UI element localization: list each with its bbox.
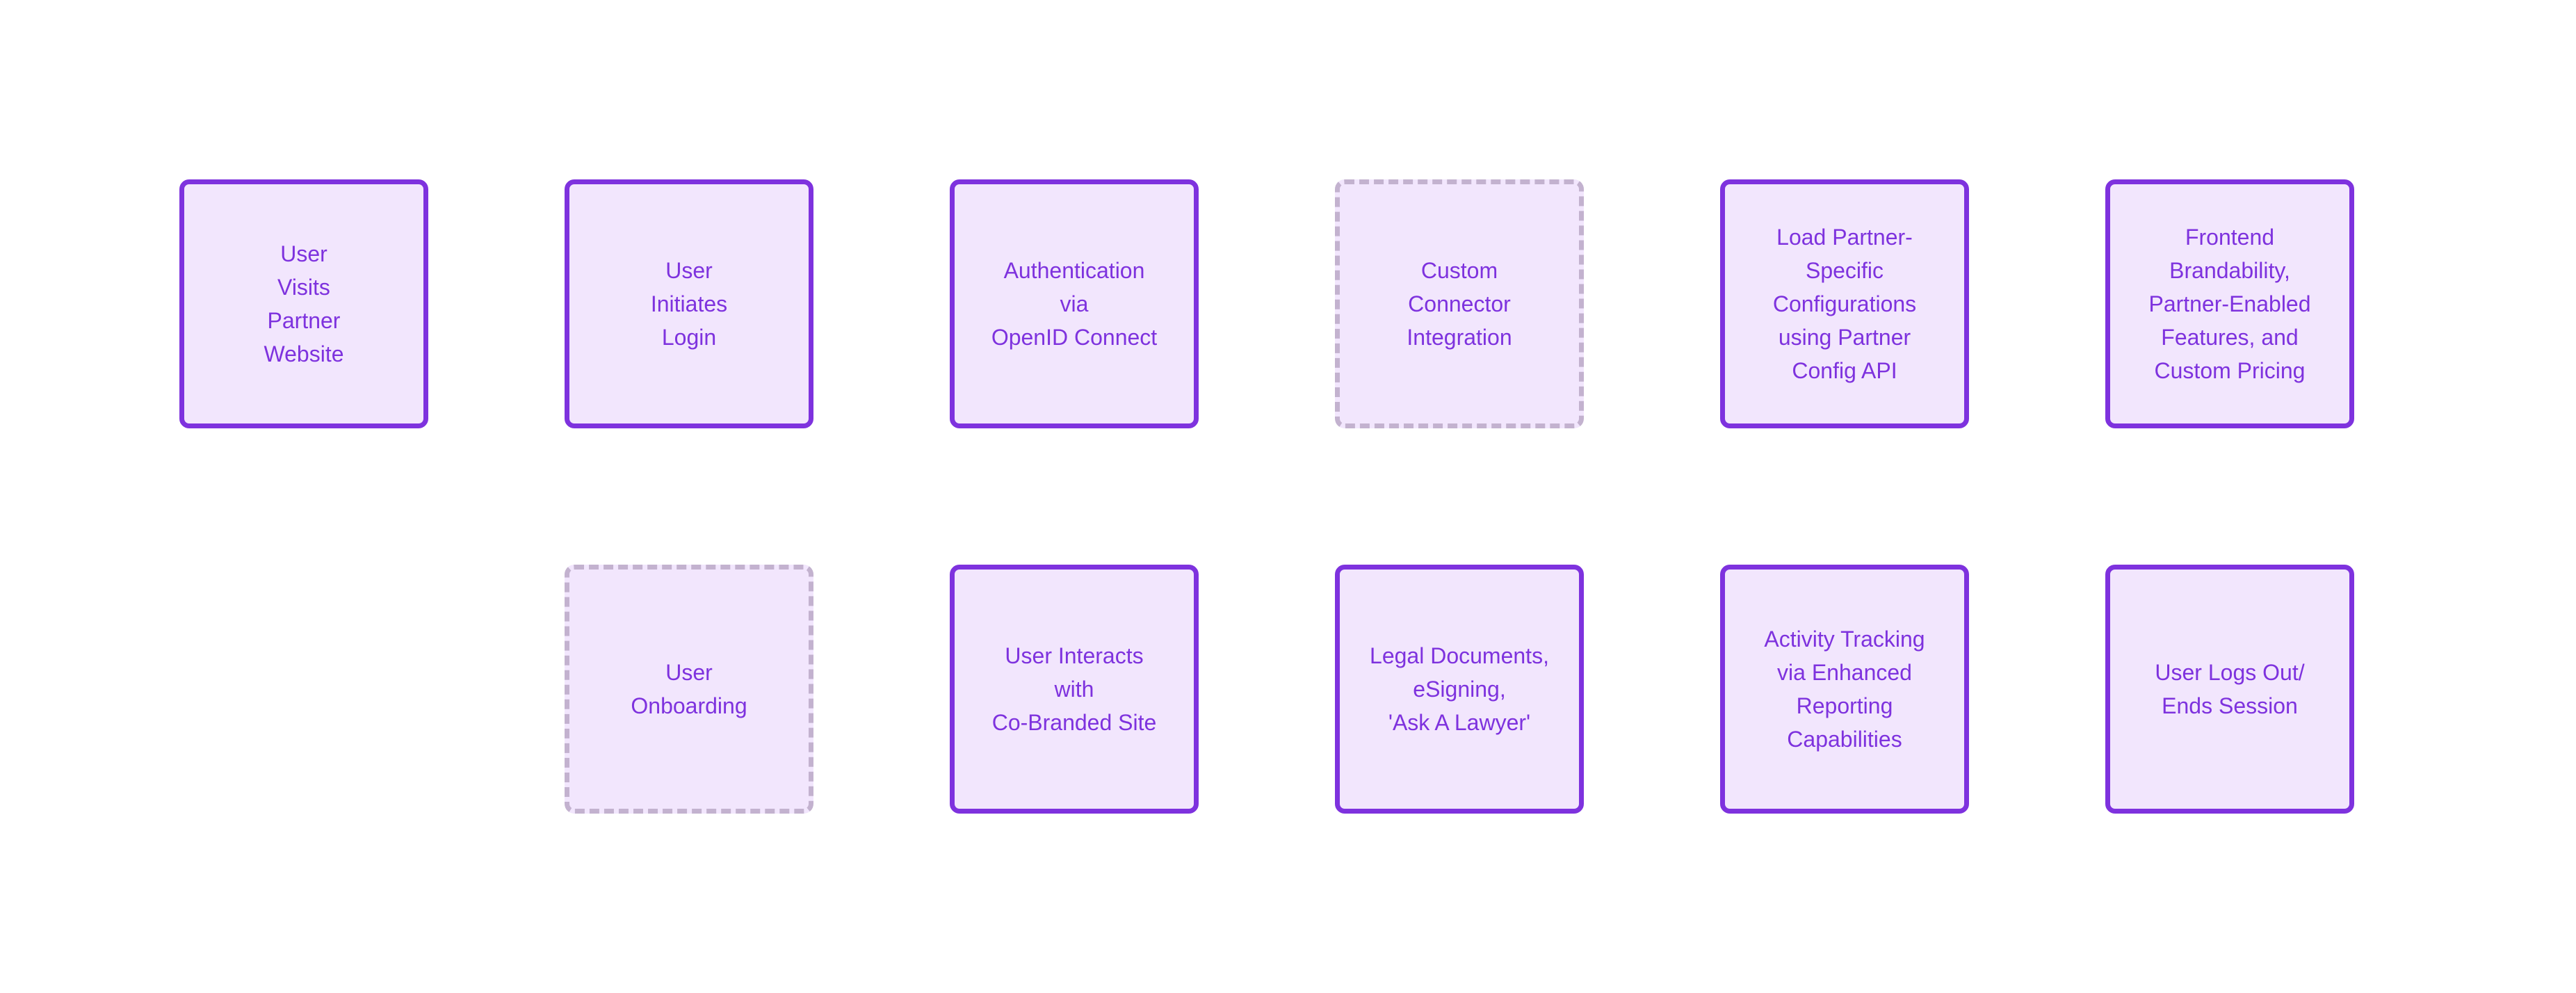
node-label: Frontend Brandability, Partner-Enabled F… (2148, 225, 2311, 383)
node-load-partner-specific-configurations: Load Partner- Specific Configurations us… (1720, 179, 1969, 428)
node-user-visits-partner-website: User Visits Partner Website (179, 179, 428, 428)
node-user-interacts-with-co-branded-site: User Interacts with Co-Branded Site (950, 565, 1199, 814)
node-label: User Interacts with Co-Branded Site (991, 643, 1157, 735)
node-label: Load Partner- Specific Configurations us… (1772, 225, 1917, 383)
node-custom-connector-integration: Custom Connector Integration (1335, 179, 1584, 428)
node-label: User Visits Partner Website (264, 241, 344, 366)
node-label: Legal Documents, eSigning, 'Ask A Lawyer… (1370, 643, 1549, 735)
node-user-logs-out: User Logs Out/ Ends Session (2105, 565, 2354, 814)
node-frontend-brandability: Frontend Brandability, Partner-Enabled F… (2105, 179, 2354, 428)
node-legal-documents-esigning: Legal Documents, eSigning, 'Ask A Lawyer… (1335, 565, 1584, 814)
node-label: User Onboarding (631, 660, 747, 718)
node-label: Activity Tracking via Enhanced Reporting… (1764, 627, 1925, 752)
node-activity-tracking: Activity Tracking via Enhanced Reporting… (1720, 565, 1969, 814)
node-label: Custom Connector Integration (1407, 258, 1512, 350)
node-label: Authentication via OpenID Connect (991, 258, 1158, 350)
node-label: User Logs Out/ Ends Session (2155, 660, 2305, 718)
node-user-onboarding: User Onboarding (565, 565, 813, 814)
node-user-initiates-login: User Initiates Login (565, 179, 813, 428)
node-authentication-via-openid-connect: Authentication via OpenID Connect (950, 179, 1199, 428)
node-label: User Initiates Login (650, 258, 728, 350)
